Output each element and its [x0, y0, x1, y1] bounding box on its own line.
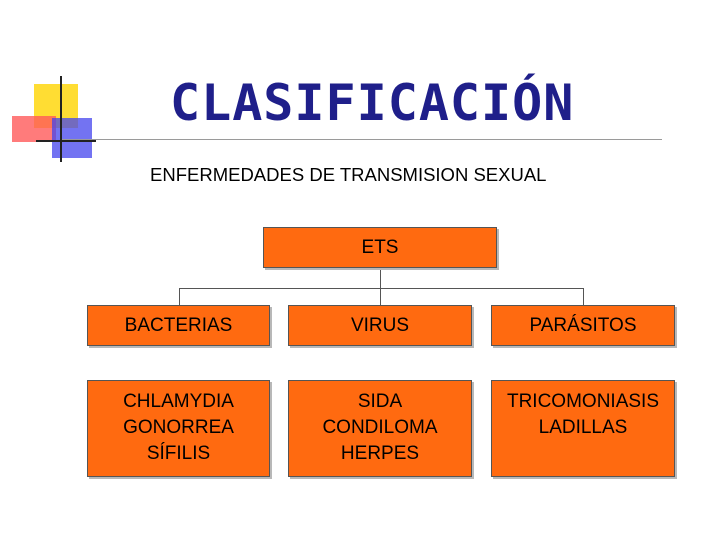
connector-middle-down	[380, 288, 381, 305]
decor-vertical-line	[60, 76, 62, 162]
list-item: CONDILOMA	[322, 417, 438, 438]
title-underline	[62, 139, 662, 140]
list-item: SÍFILIS	[146, 443, 211, 464]
category-label: BACTERIAS	[124, 314, 233, 336]
connector-root-down	[380, 268, 381, 288]
connector-left-down	[179, 288, 180, 305]
ets-root-box: ETS	[263, 227, 497, 268]
list-item: TRICOMONIASIS	[506, 391, 659, 412]
decor-red-square	[12, 116, 56, 142]
connector-horizontal	[179, 288, 583, 289]
category-label: PARÁSITOS	[529, 314, 637, 336]
list-item: GONORREA	[123, 417, 234, 438]
decor-blue-square	[52, 118, 92, 158]
list-item: HERPES	[340, 443, 420, 464]
items-box-parasitos: TRICOMONIASIS LADILLAS	[491, 380, 675, 477]
connector-right-down	[583, 288, 584, 305]
list-item: SIDA	[357, 391, 403, 412]
ets-root-label: ETS	[361, 236, 399, 258]
items-box-bacterias: CHLAMYDIA GONORREA SÍFILIS	[87, 380, 270, 477]
category-box-virus: VIRUS	[288, 305, 472, 346]
list-item: LADILLAS	[538, 417, 628, 438]
list-item: CHLAMYDIA	[123, 391, 234, 412]
category-box-parasitos: PARÁSITOS	[491, 305, 675, 346]
decor-horizontal-line	[36, 140, 96, 142]
slide-title: CLASIFICACIÓN	[170, 74, 575, 132]
diagram-subtitle: ENFERMEDADES DE TRANSMISION SEXUAL	[150, 164, 547, 185]
category-label: VIRUS	[350, 314, 410, 336]
items-box-virus: SIDA CONDILOMA HERPES	[288, 380, 472, 477]
category-box-bacterias: BACTERIAS	[87, 305, 270, 346]
